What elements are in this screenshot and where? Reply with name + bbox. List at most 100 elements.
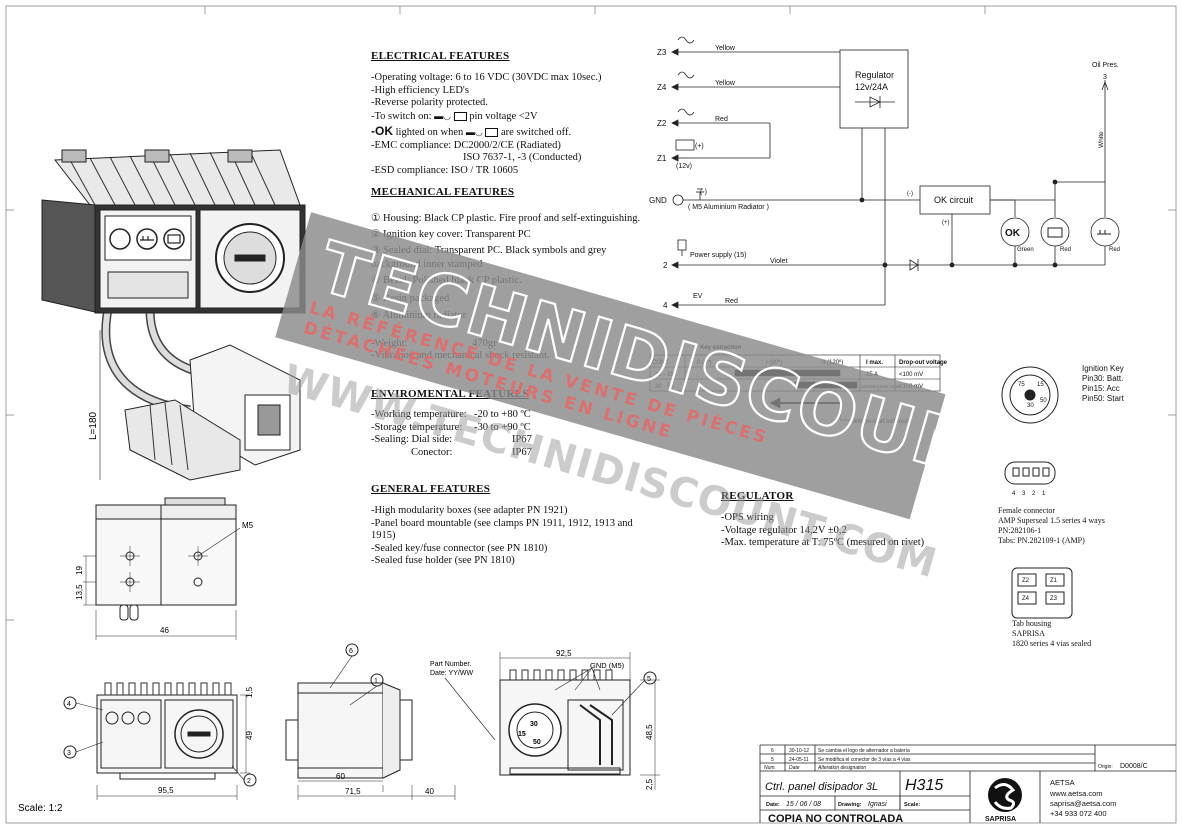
saprisa-logo-text: SAPRISA [985, 816, 1016, 823]
ok-plus: (+) [942, 220, 950, 226]
rev-h-date: Date [789, 765, 800, 771]
company-name: AETSA [1050, 778, 1075, 787]
gnd-m5-label: GND (M5) [590, 661, 625, 670]
gen-line-5: -Sealed fuse holder (see PN 1810) [371, 555, 515, 566]
rev-h-alt: Alteration designation [817, 765, 866, 771]
th-line-3: 1820 series 4 vias sealed [1012, 639, 1091, 648]
ignition-pin30: Pin30: Batt. [1082, 374, 1123, 383]
fc-pin-1: 1 [1042, 491, 1046, 497]
dim-13-5: 13,5 [75, 584, 84, 600]
side-view [83, 497, 241, 640]
weight-label: -Weight: [371, 337, 408, 349]
battery-icon [453, 111, 467, 121]
th-z4: Z4 [1022, 596, 1030, 602]
rev-6-date: 30-10-12 [789, 748, 809, 754]
key-pin-50: 50 [1040, 398, 1047, 404]
front-view [63, 682, 257, 800]
dim-1-5: 1,5 [245, 686, 254, 698]
wire-ev-red: Red [725, 298, 738, 305]
wiring-schematic [671, 36, 1120, 309]
date-code-label: Date: YY/WW [430, 670, 473, 677]
terminal-4: 4 [663, 301, 668, 310]
origin-value: D0008/C [1120, 763, 1148, 770]
elec-ok: -OK [371, 124, 393, 138]
th-z2: Z2 [1022, 578, 1030, 584]
callout-3: 3 [67, 750, 71, 757]
company-web: www.aetsa.com [1049, 789, 1103, 798]
terminal-z1: Z1 [657, 154, 667, 163]
elec-line-8: -ESD compliance: ISO / TR 10605 [371, 164, 519, 176]
product-3d-view [41, 149, 306, 481]
terminal-2: 2 [663, 261, 668, 270]
ignition-pin15: Pin15: Acc [1082, 384, 1120, 393]
env-row-1: -Working temperature:-20 to +80 ºC [371, 409, 531, 420]
oil-pin: 3 [1103, 74, 1107, 81]
terminal-z2: Z2 [657, 119, 667, 128]
z1-note: (12v) [676, 163, 692, 170]
dial-num-50: 50 [533, 739, 541, 746]
callout-1: 1 [374, 678, 378, 685]
ev-label: EV [693, 293, 703, 300]
rear-view [499, 652, 660, 790]
wire-z3-yellow: Yellow [715, 45, 736, 52]
saprisa-logo [988, 778, 1022, 812]
kt-r1-imax: 25 A [866, 372, 878, 378]
dim-60: 60 [336, 772, 345, 781]
gen-line-1: -High modularity boxes (see adapter PN 1… [371, 505, 568, 516]
mech-item-4: ④ Bezel: Polished black CP plastic. [371, 274, 522, 286]
ok-circuit-label: OK circuit [934, 195, 974, 205]
date-value: 15 / 06 / 08 [786, 801, 821, 808]
general-title: GENERAL FEATURES [371, 483, 491, 495]
lamp-icons [1047, 227, 1111, 238]
battery-icon-2 [485, 128, 499, 138]
wire-violet: Violet [770, 258, 787, 265]
oil-can-icon [1097, 230, 1111, 235]
mech-vibration: -Vibration and mechanical shock resistan… [371, 350, 550, 361]
lamp-green-label: Green [1017, 247, 1034, 253]
dim-40: 40 [425, 787, 434, 796]
general-features: GENERAL FEATURES -High modularity boxes … [371, 483, 633, 568]
mech-item-1: ① Housing: Black CP plastic. Fire proof … [371, 213, 641, 224]
ok-minus: (-) [907, 191, 913, 197]
dial-num-15: 15 [518, 731, 526, 738]
scale-label: Scale: [904, 802, 920, 808]
kt-r2-drop: <150 mV [899, 384, 923, 390]
callout-4: 4 [67, 701, 71, 708]
key-pin-75: 75 [1018, 382, 1025, 388]
drawing-value: Ignasi [868, 801, 887, 808]
dim-2-5: 2,5 [645, 778, 654, 790]
callout-6: 6 [349, 648, 353, 655]
ignition-pin50: Pin50: Start [1082, 394, 1125, 403]
environmental-title: ENVIROMENTAL FEATURES [371, 388, 529, 400]
scale-note: Scale: 1:2 [18, 803, 63, 814]
elec-line-5: -OK lighted on when ▬◡ are switched off. [371, 125, 601, 140]
oil-can-icon-2: ▬◡ [465, 127, 483, 137]
dim-48-5: 48,5 [645, 724, 654, 740]
company-phone: +34 933 072 400 [1050, 809, 1107, 818]
electrical-title: ELECTRICAL FEATURES [371, 50, 510, 62]
kt-h-cont: CONT. [652, 360, 670, 366]
callout-2: 2 [247, 778, 251, 785]
mechanical-features: MECHANICAL FEATURES ① Housing: Black CP … [371, 186, 640, 363]
company-email: saprisa@aetsa.com [1050, 799, 1116, 808]
battery-icon [1047, 227, 1063, 238]
mech-weight: -Weight: 470gr [371, 338, 640, 351]
mech-item-3b: background inner stamped [371, 259, 483, 270]
lamp-battery-red: Red [1060, 247, 1071, 253]
kt-h-0: 0 (0º) [697, 359, 712, 366]
reg-line-1: -OPS wiring [721, 512, 774, 523]
wire-white: White [1098, 131, 1105, 148]
title-block [759, 744, 1176, 823]
elec-line-3: -Reverse polarity protected. [371, 97, 488, 108]
gen-line-4: -Sealed key/fuse connector (see PN 1810) [371, 542, 548, 554]
ignition-key-title: Ignition Key [1082, 364, 1124, 373]
drawing-code: H315 [905, 777, 943, 794]
profile-view [285, 643, 496, 800]
date-label: Date: [766, 802, 780, 808]
elec-line-7: ISO 7637-1, -3 (Conducted) [463, 152, 582, 163]
electrical-features: ELECTRICAL FEATURES -Operating voltage: … [371, 50, 601, 177]
kt-r2-imax: 12A/50A(max.1min) [861, 384, 901, 389]
mech-item-3: ③ Sealed dial: Transparent PC. Black sym… [371, 245, 607, 256]
dim-95-5: 95,5 [158, 786, 174, 795]
